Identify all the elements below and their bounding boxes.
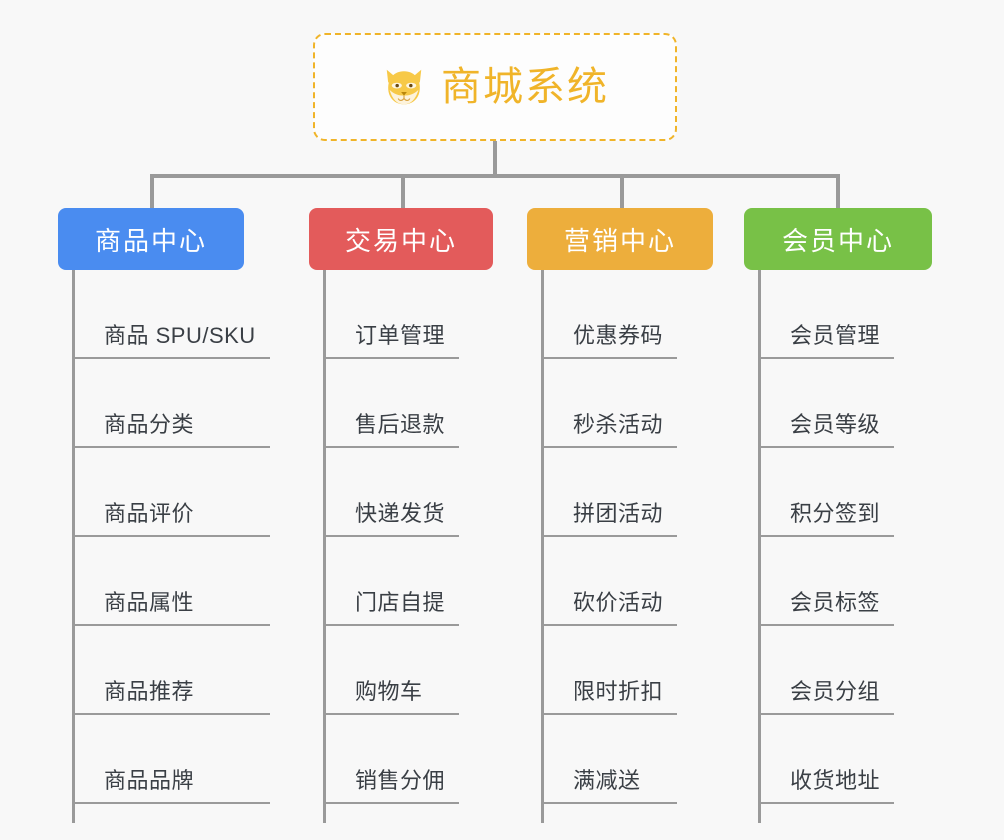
branch-product-center: 商品中心 <box>58 208 244 270</box>
child-label: 会员管理 <box>790 322 881 348</box>
list-item[interactable]: 商品评价 <box>72 448 270 537</box>
branch-header-2[interactable]: 交易中心 <box>309 208 493 270</box>
branch-marketing-center: 营销中心 <box>527 208 713 270</box>
child-label: 商品分类 <box>104 411 195 437</box>
child-label: 优惠券码 <box>573 322 664 348</box>
child-label: 商品品牌 <box>104 767 195 793</box>
child-label: 购物车 <box>355 678 423 704</box>
branch-children-4: 会员管理 会员等级 积分签到 会员标签 会员分组 收货地址 <box>758 270 895 804</box>
branch-trunk-4 <box>758 270 761 823</box>
child-label: 收货地址 <box>790 767 881 793</box>
child-label: 商品评价 <box>104 500 195 526</box>
list-item[interactable]: 限时折扣 <box>541 626 678 715</box>
root-node[interactable]: 商城系统 <box>313 33 677 141</box>
root-title: 商城系统 <box>441 65 609 109</box>
list-item[interactable]: 会员分组 <box>758 626 895 715</box>
child-label: 商品属性 <box>104 589 195 615</box>
branch-children-3: 优惠券码 秒杀活动 拼团活动 砍价活动 限时折扣 满减送 <box>541 270 678 804</box>
child-label: 商品推荐 <box>104 678 195 704</box>
list-item[interactable]: 积分签到 <box>758 448 895 537</box>
child-label: 拼团活动 <box>573 500 664 526</box>
list-item[interactable]: 售后退款 <box>323 359 460 448</box>
list-item[interactable]: 商品属性 <box>72 537 270 626</box>
list-item[interactable]: 商品 SPU/SKU <box>72 270 270 359</box>
branch-transaction-center: 交易中心 <box>309 208 493 270</box>
child-label: 快递发货 <box>355 500 446 526</box>
child-label: 商品 SPU/SKU <box>104 322 256 348</box>
child-label: 限时折扣 <box>573 678 664 704</box>
connector-drop-branch-1 <box>150 174 154 210</box>
branch-children-1: 商品 SPU/SKU 商品分类 商品评价 商品属性 商品推荐 商品品牌 <box>72 270 270 804</box>
list-item[interactable]: 快递发货 <box>323 448 460 537</box>
child-label: 会员等级 <box>790 411 881 437</box>
branch-trunk-2 <box>323 270 326 823</box>
list-item[interactable]: 砍价活动 <box>541 537 678 626</box>
child-label: 秒杀活动 <box>573 411 664 437</box>
list-item[interactable]: 会员管理 <box>758 270 895 359</box>
connector-drop-branch-2 <box>401 174 405 210</box>
connector-horizontal-bus <box>150 174 840 178</box>
child-label: 满减送 <box>573 767 641 793</box>
child-label: 积分签到 <box>790 500 881 526</box>
branch-header-1[interactable]: 商品中心 <box>58 208 244 270</box>
branch-header-4[interactable]: 会员中心 <box>744 208 932 270</box>
list-item[interactable]: 购物车 <box>323 626 460 715</box>
list-item[interactable]: 会员等级 <box>758 359 895 448</box>
list-item[interactable]: 商品品牌 <box>72 715 270 804</box>
list-item[interactable]: 订单管理 <box>323 270 460 359</box>
child-label: 砍价活动 <box>573 589 664 615</box>
list-item[interactable]: 秒杀活动 <box>541 359 678 448</box>
list-item[interactable]: 拼团活动 <box>541 448 678 537</box>
list-item[interactable]: 销售分佣 <box>323 715 460 804</box>
branch-trunk-3 <box>541 270 544 823</box>
branch-member-center: 会员中心 <box>744 208 932 270</box>
branch-children-2: 订单管理 售后退款 快递发货 门店自提 购物车 销售分佣 <box>323 270 460 804</box>
list-item[interactable]: 优惠券码 <box>541 270 678 359</box>
child-label: 售后退款 <box>355 411 446 437</box>
connector-root-stem <box>493 141 497 176</box>
connector-drop-branch-3 <box>620 174 624 210</box>
child-label: 销售分佣 <box>355 767 446 793</box>
connector-drop-branch-4 <box>836 174 840 210</box>
branch-header-3[interactable]: 营销中心 <box>527 208 713 270</box>
list-item[interactable]: 收货地址 <box>758 715 895 804</box>
list-item[interactable]: 商品推荐 <box>72 626 270 715</box>
branch-trunk-1 <box>72 270 75 823</box>
list-item[interactable]: 商品分类 <box>72 359 270 448</box>
child-label: 订单管理 <box>355 322 446 348</box>
list-item[interactable]: 门店自提 <box>323 537 460 626</box>
list-item[interactable]: 满减送 <box>541 715 678 804</box>
child-label: 门店自提 <box>355 589 446 615</box>
child-label: 会员分组 <box>790 678 881 704</box>
shiba-dog-icon <box>386 69 422 105</box>
child-label: 会员标签 <box>790 589 881 615</box>
list-item[interactable]: 会员标签 <box>758 537 895 626</box>
